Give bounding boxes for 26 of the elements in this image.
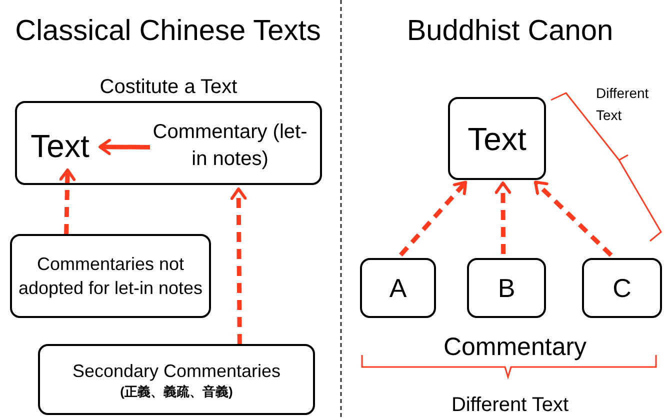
text-label: Buddhist Canon (406, 14, 614, 49)
text-label: Classical Chinese Texts (14, 14, 322, 49)
box-label: A (389, 272, 407, 304)
box-label: Commentaries not adopted for let-in notes (17, 253, 204, 300)
rounded-box (10, 234, 211, 318)
arrow (59, 168, 76, 234)
rounded-box (467, 258, 546, 318)
text-label: Different Text (596, 84, 650, 125)
rounded-box (448, 97, 546, 180)
rounded-box (360, 258, 436, 318)
rounded-box (582, 258, 662, 318)
box-label: B (498, 272, 516, 304)
arrow (398, 180, 468, 257)
arrow (98, 138, 150, 156)
arrow (534, 180, 613, 257)
rounded-box (38, 344, 315, 415)
box-label: (正義、義疏、音義) (120, 382, 233, 400)
text-label: Commentary (442, 332, 588, 363)
box-label: Text (30, 127, 90, 166)
box-label: C (612, 272, 632, 304)
arrow (230, 188, 247, 344)
box-label: Text (468, 120, 526, 158)
text-label: Different Text (450, 393, 570, 418)
box-label: Commentary (let-in notes) (152, 120, 308, 172)
arrow (494, 182, 512, 254)
box-label: Secondary Commentaries (72, 360, 281, 382)
